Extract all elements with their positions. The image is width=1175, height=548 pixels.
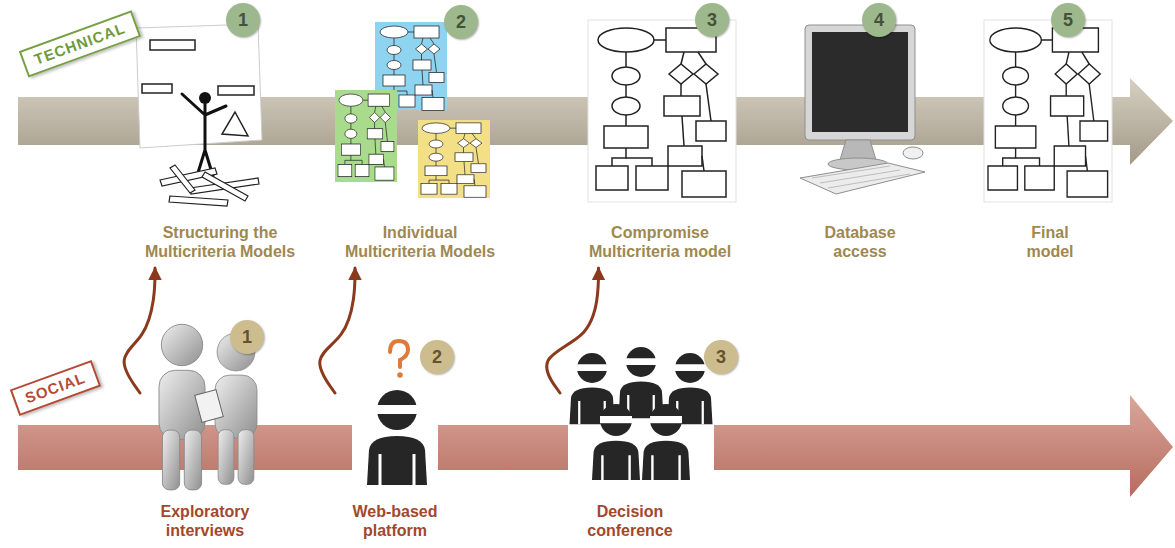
final-model-picture [984, 20, 1112, 202]
social-step: Exploratory interviews [140, 318, 270, 544]
callout-number: 1 [226, 3, 260, 37]
technical-step: Individual Multicriteria Models [330, 10, 510, 265]
web-user-picture [352, 330, 438, 496]
band-tag: SOCIAL [10, 360, 101, 416]
technical-step: Database access [800, 10, 920, 265]
step-label: Decision conference [570, 500, 690, 544]
feedback-arrow [124, 268, 155, 393]
callout-number: 5 [1051, 3, 1085, 37]
step-label: Compromise Multicriteria model [578, 221, 743, 265]
technical-step: Final model [990, 10, 1110, 265]
callout-number: 4 [862, 3, 896, 37]
callout-number: 1 [230, 320, 264, 354]
step-label: Database access [815, 221, 905, 265]
computer-picture [800, 25, 925, 194]
callout-number: 3 [695, 3, 729, 37]
step-label: Final model [1015, 221, 1085, 265]
callout-number: 2 [444, 5, 478, 39]
feedback-arrow [547, 268, 599, 393]
whiteboard-figure [136, 24, 262, 206]
band-name: SOCIAL [23, 369, 88, 407]
technical-step: Compromise Multicriteria model [574, 10, 747, 265]
conference-group-picture [568, 338, 714, 496]
interview-picture [159, 324, 257, 490]
step-label: Web-based platform [340, 500, 450, 544]
band-tag: TECHNICAL [19, 10, 141, 77]
band-name: TECHNICAL [32, 19, 128, 69]
feedback-arrow [320, 268, 355, 393]
callout-number: 2 [420, 340, 454, 374]
social-step: Web-based platform [335, 318, 455, 544]
callout-number: 3 [704, 340, 738, 374]
individual-models-picture [335, 22, 490, 198]
compromise-model-picture [588, 20, 736, 202]
technical-step: Structuring the Multicriteria Models [130, 10, 310, 265]
social-step: Decision conference [560, 318, 700, 544]
step-label: Structuring the Multicriteria Models [138, 221, 303, 265]
step-label: Individual Multicriteria Models [338, 221, 503, 265]
step-label: Exploratory interviews [150, 500, 260, 544]
